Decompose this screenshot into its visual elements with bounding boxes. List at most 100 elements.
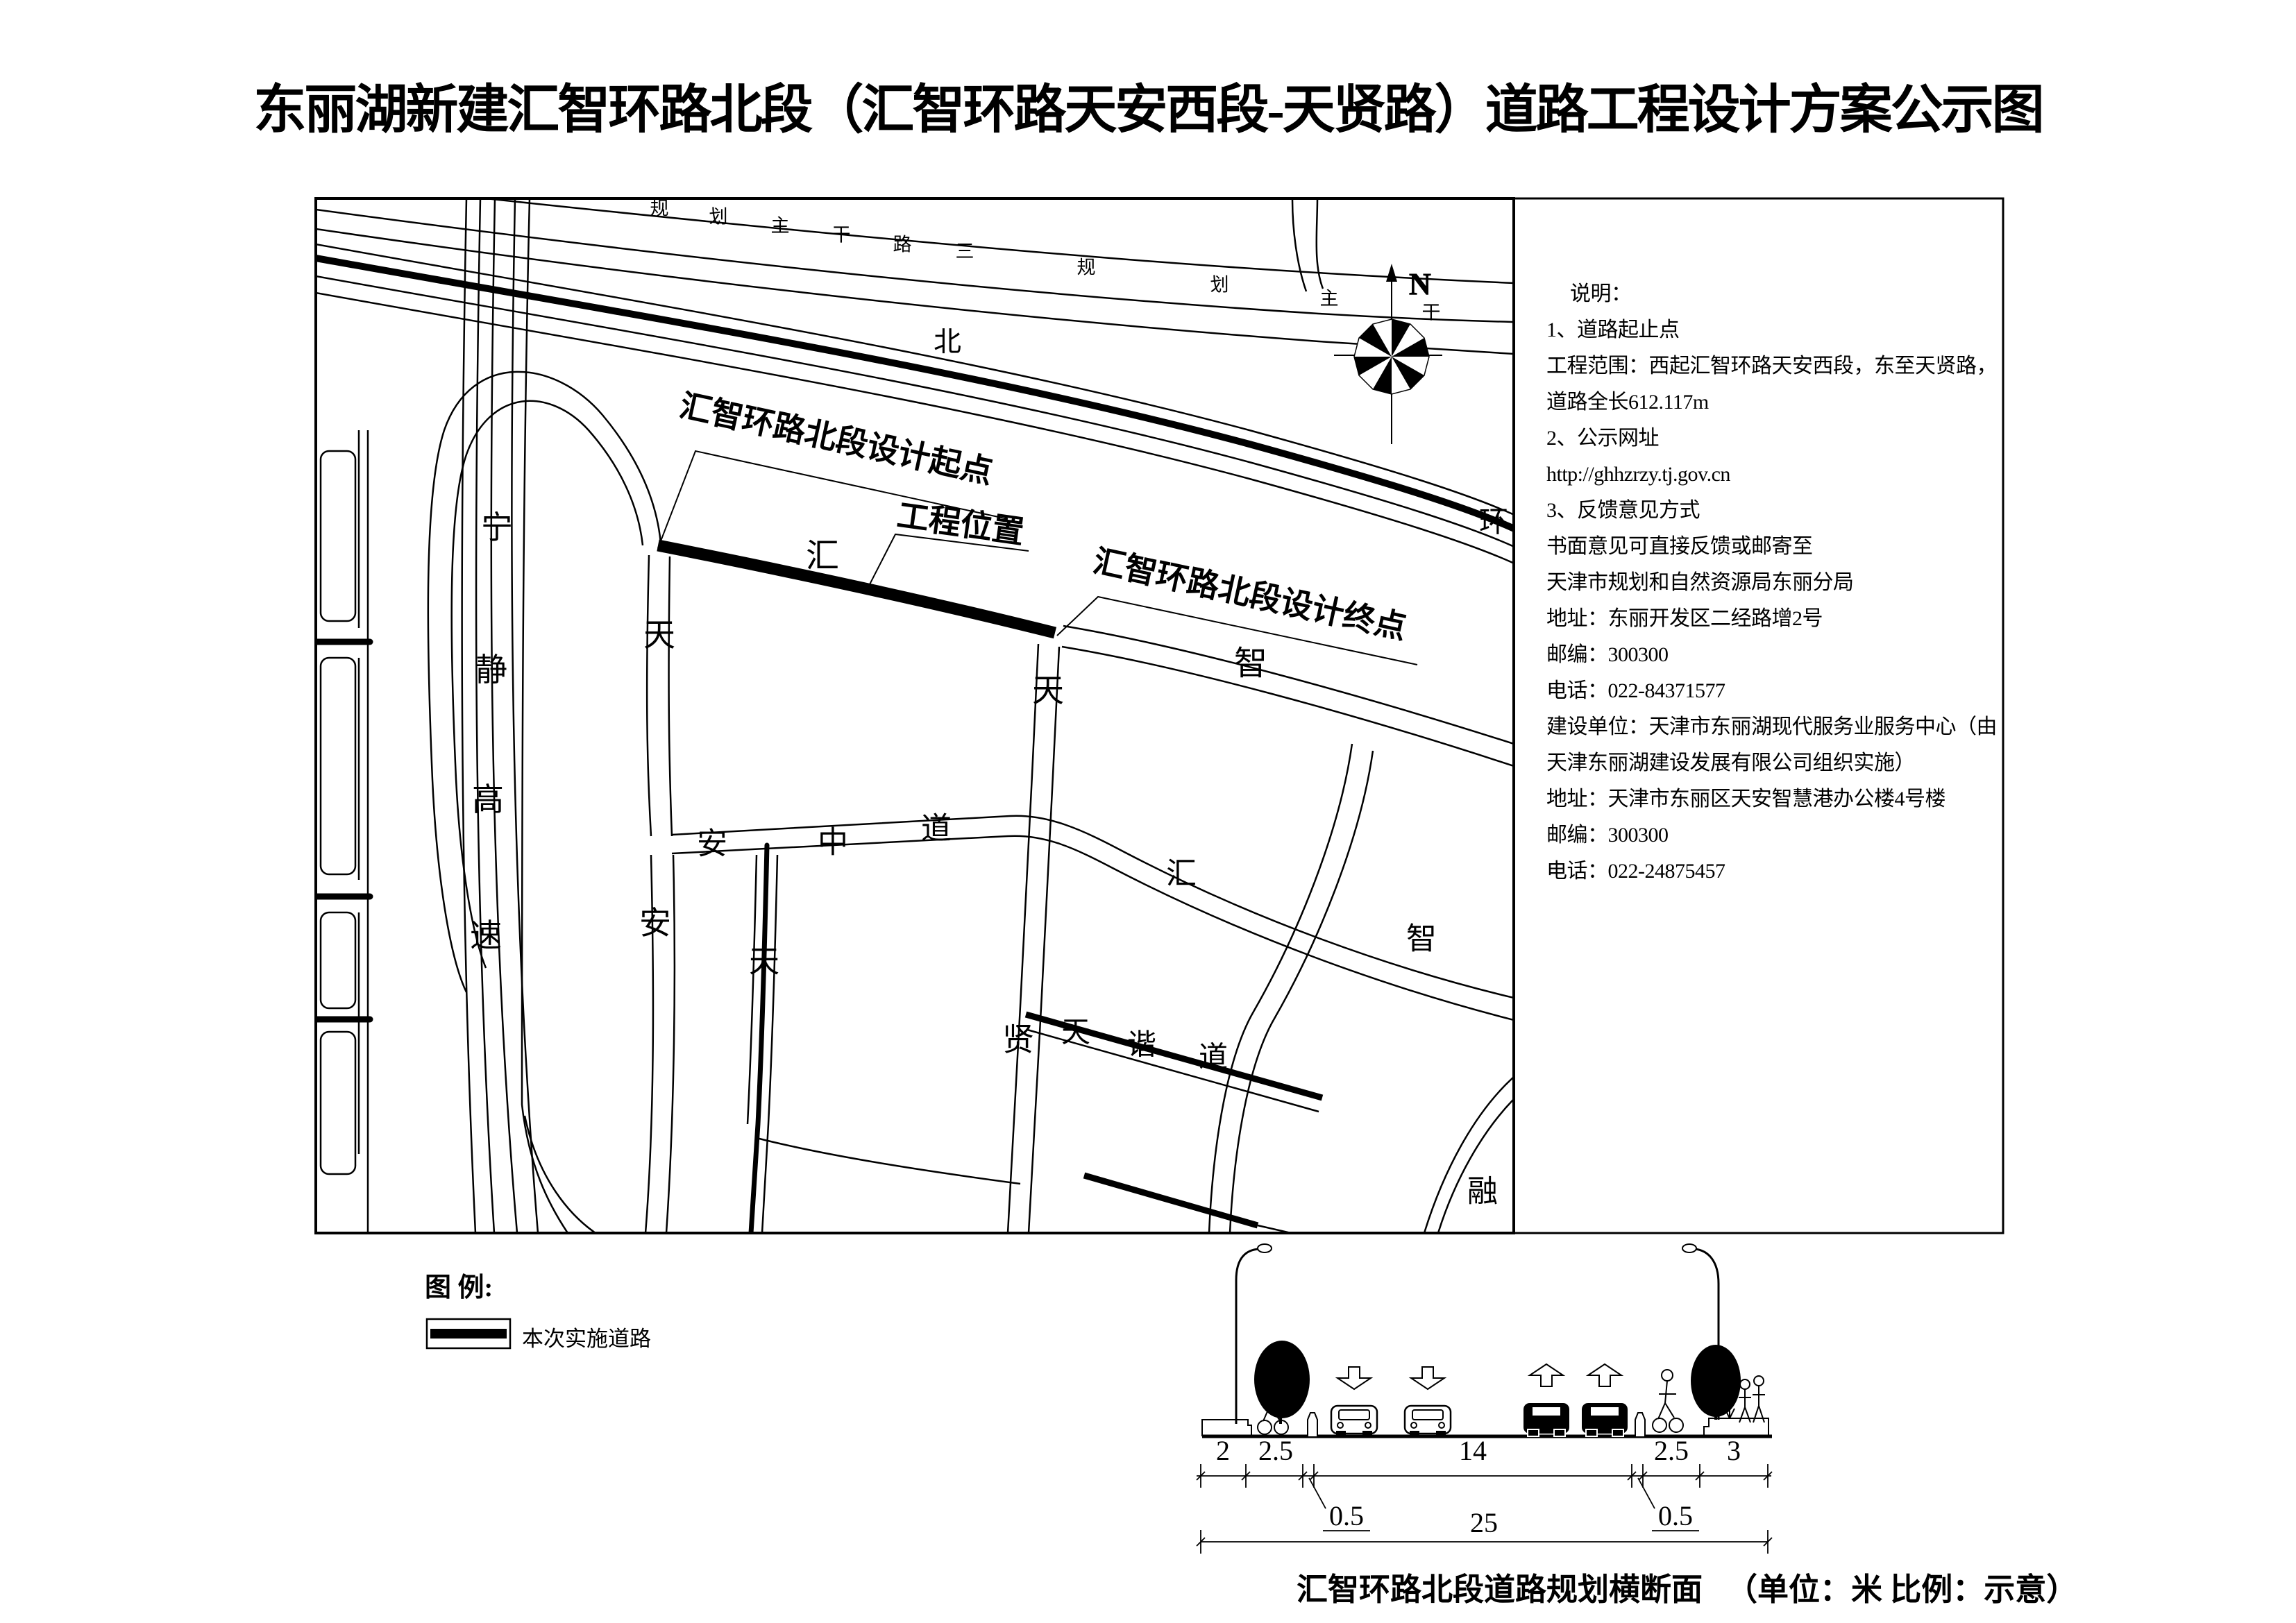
- page-title: 东丽湖新建汇智环路北段（汇智环路天安西段-天贤路）道路工程设计方案公示图: [253, 81, 2044, 139]
- right-sidewalk: [1703, 1418, 1769, 1436]
- road-name-char: 北: [934, 326, 961, 357]
- road-name-char: 中: [818, 825, 848, 859]
- note-line: 书面意见可直接反馈或邮寄至: [1546, 535, 1813, 558]
- dark-road: [1083, 1172, 1259, 1229]
- up-arrow-icon: [1585, 1363, 1624, 1387]
- note-line: 说明：: [1570, 282, 1632, 305]
- legend-road-symbol: [425, 1318, 512, 1350]
- dimension-ticks: [1196, 1464, 1773, 1488]
- sub-dim-leader: [1308, 1477, 1326, 1509]
- road-name-char: 路: [893, 234, 912, 255]
- road-name-char: 主: [771, 215, 790, 236]
- pedestrians-icon: [1739, 1375, 1765, 1423]
- road-name-char: 速: [470, 918, 502, 953]
- note-line: 2、公示网址: [1546, 427, 1660, 450]
- note-line: 建设单位：天津市东丽湖现代服务业服务中心（由: [1546, 715, 1998, 738]
- map-roads: [317, 200, 1512, 1232]
- note-line: http://ghhzrzy.tj.gov.cn: [1546, 463, 1730, 486]
- note-line: 工程范围：西起汇智环路天安西段，东至天贤路，: [1546, 355, 1998, 377]
- cross-section-caption-main: 汇智环路北段道路规划横断面: [1297, 1572, 1703, 1607]
- dim-left-lane: 2.5: [1258, 1435, 1293, 1466]
- note-line: 邮编：300300: [1546, 643, 1669, 666]
- road-name-char: 主: [1320, 288, 1339, 309]
- road-name-char: 融: [1467, 1174, 1498, 1208]
- dark-road: [748, 842, 770, 1232]
- note-line: 邮编：300300: [1546, 824, 1669, 847]
- bollard-icon: [1635, 1412, 1646, 1436]
- up-arrow-icon: [1527, 1363, 1566, 1387]
- note-line: 电话：022-24875457: [1546, 860, 1725, 883]
- road-name-char: 天: [1061, 1017, 1090, 1049]
- dim-total: 25: [1470, 1507, 1498, 1538]
- road-name-char: 高: [472, 782, 504, 817]
- road-name-labels: 规划主干路三规划主干北环宁静高速汇智天安安中道天天贤天谐道汇智融: [470, 198, 1508, 1208]
- railway-line: [317, 255, 1512, 532]
- road-name-char: 智: [1234, 645, 1267, 682]
- road-name-char: 干: [832, 224, 851, 245]
- road-name-char: 道: [1199, 1042, 1228, 1074]
- street-lamp-icon: [1682, 1243, 1720, 1420]
- leader-end: [1056, 595, 1418, 665]
- car-icon: [1523, 1403, 1569, 1437]
- note-line: 地址：天津市东丽区天安智慧港办公楼4号楼: [1546, 788, 1946, 810]
- note-line: 天津市规划和自然资源局东丽分局: [1546, 571, 1854, 594]
- cross-section-caption-note: （单位：米 比例：示意）: [1726, 1572, 2078, 1607]
- cyclist-icon: [1652, 1369, 1684, 1433]
- road-name-char: 安: [697, 826, 727, 860]
- note-line: 天津东丽湖建设发展有限公司组织实施）: [1546, 751, 1916, 774]
- road-name-char: 静: [475, 652, 507, 688]
- down-arrow-icon: [1408, 1366, 1447, 1391]
- street-lamp-icon: [1235, 1243, 1272, 1424]
- road-name-char: 贤: [1002, 1022, 1034, 1057]
- road-name-char: 汇: [806, 538, 839, 575]
- road-name-char: 汇: [1166, 856, 1197, 890]
- road-name-char: 天: [643, 618, 675, 653]
- notes-panel-frame: [1512, 197, 2004, 1234]
- dark-road: [1024, 1011, 1324, 1101]
- dim-carriageway: 14: [1459, 1435, 1487, 1466]
- road-name-char: 划: [1210, 274, 1229, 295]
- road-name-char: 宁: [481, 510, 513, 545]
- legend-item-label: 本次实施道路: [522, 1327, 651, 1351]
- note-line: 3、反馈意见方式: [1546, 499, 1700, 522]
- note-line: 1、道路起止点: [1546, 318, 1680, 341]
- dimension-lines: 2 2.5 14 2.5 3 0.5 0.5 25: [1196, 1435, 1773, 1554]
- car-icon: [1582, 1403, 1628, 1437]
- road-name-char: 划: [709, 206, 728, 227]
- road-name-char: 天: [1032, 673, 1064, 708]
- left-sidewalk: [1201, 1419, 1252, 1436]
- dim-sub-left: 0.5: [1329, 1500, 1364, 1531]
- road-name-char: 规: [1077, 257, 1096, 278]
- project-road-implemented: [657, 539, 1057, 639]
- notes-lines: 说明： 1、道路起止点工程范围：西起汇智环路天安西段，东至天贤路， 道路全长612.…: [1546, 276, 2008, 890]
- compass-rose: N: [1334, 264, 1442, 444]
- road-name-char: 天: [749, 944, 779, 978]
- road-name-char: 谐: [1127, 1030, 1156, 1062]
- road-name-char: 三: [956, 241, 974, 262]
- dim-left-verge: 2: [1216, 1435, 1230, 1466]
- note-line: 地址：东丽开发区二经路增2号: [1546, 607, 1823, 630]
- leader-location: [867, 533, 1029, 589]
- tree-icon: [1254, 1341, 1310, 1425]
- note-line: 电话：022-84371577: [1546, 679, 1725, 702]
- bollard-icon: [1307, 1412, 1318, 1436]
- cyclist-icon: [1257, 1371, 1289, 1435]
- car-icon: [1403, 1404, 1452, 1436]
- road-name-char: 干: [1422, 302, 1441, 323]
- note-line: 道路全长612.117m: [1546, 391, 1709, 414]
- road-name-char: 道: [921, 811, 952, 845]
- tree-icon: [1691, 1345, 1741, 1420]
- dim-right-walk: 3: [1727, 1435, 1741, 1466]
- down-arrow-icon: [1335, 1366, 1374, 1391]
- car-icon: [1330, 1404, 1378, 1436]
- road-name-char: 环: [1479, 507, 1508, 539]
- dim-sub-right: 0.5: [1658, 1500, 1693, 1531]
- road-name-char: 安: [639, 906, 671, 941]
- cross-section-caption: 汇智环路北段道路规划横断面 （单位：米 比例：示意）: [1297, 1564, 2077, 1609]
- dim-right-lane: 2.5: [1654, 1435, 1689, 1466]
- cross-section-drawing: [1201, 1243, 1772, 1438]
- road-name-char: 智: [1406, 921, 1437, 955]
- north-arrow-icon: [1386, 264, 1397, 282]
